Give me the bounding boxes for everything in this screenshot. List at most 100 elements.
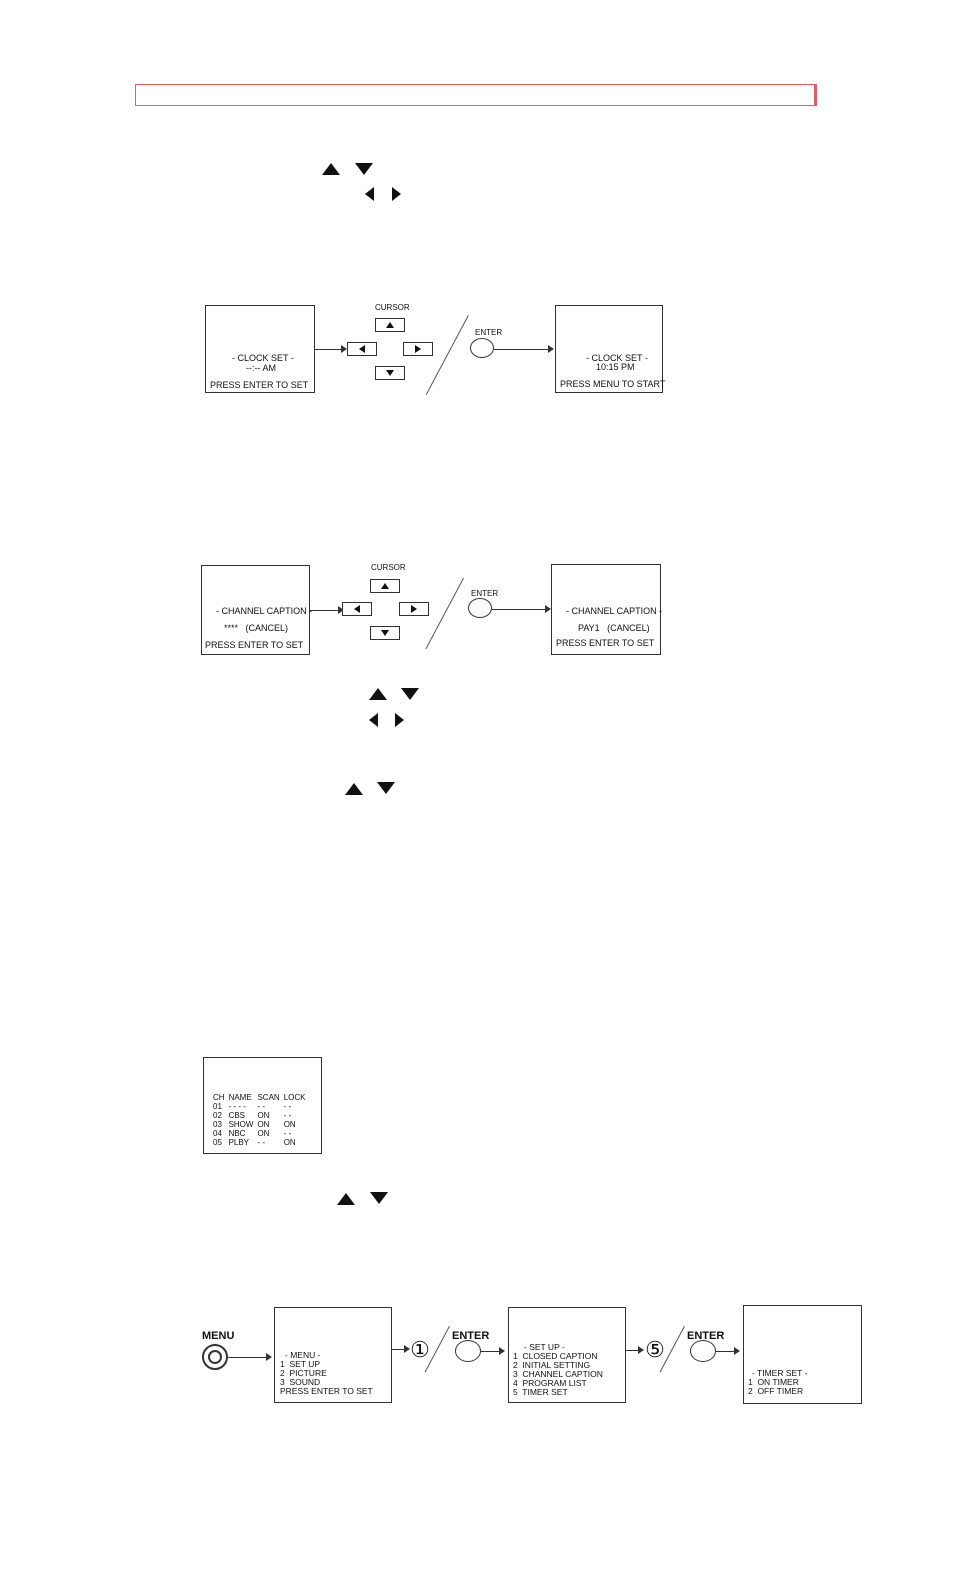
clock-set-screen-before: - CLOCK SET - --:-- AM PRESS ENTER TO SE… <box>205 305 315 393</box>
cell: ON <box>283 1120 296 1129</box>
menu-line: - MENU - <box>285 1350 321 1360</box>
up-triangle-icon <box>337 1193 355 1205</box>
left-triangle-icon <box>369 713 378 727</box>
cursor-up-button[interactable] <box>370 579 400 593</box>
down-triangle-icon <box>355 163 373 175</box>
right-triangle-icon <box>415 345 421 353</box>
left-right-arrow-icons <box>368 712 408 728</box>
flow-arrow-head <box>338 606 344 614</box>
menu-line: 2 INITIAL SETTING <box>513 1360 591 1370</box>
cursor-label: CURSOR <box>375 303 410 312</box>
enter-label: ENTER <box>452 1330 490 1342</box>
column-header: CH <box>213 1093 225 1102</box>
up-down-arrow-icons <box>345 782 405 796</box>
cell: PLBY <box>228 1138 250 1147</box>
flow-arrow <box>494 349 550 350</box>
screen-hint: PRESS ENTER TO SET <box>205 640 304 650</box>
step-number-1: ① <box>410 1337 430 1362</box>
flow-arrow-head <box>266 1353 272 1361</box>
cursor-label: CURSOR <box>371 563 406 572</box>
menu-label: MENU <box>202 1330 235 1342</box>
channel-caption-screen-before: - CHANNEL CAPTION - **** (CANCEL) PRESS … <box>201 565 313 655</box>
cell: - - <box>257 1102 266 1111</box>
enter-button[interactable] <box>690 1340 716 1362</box>
cursor-up-button[interactable] <box>375 318 405 332</box>
flow-arrow-head <box>734 1347 740 1355</box>
header-bar <box>135 84 817 106</box>
menu-button[interactable] <box>202 1344 228 1370</box>
menu-line: 2 PICTURE <box>280 1368 327 1378</box>
cursor-right-button[interactable] <box>403 342 433 356</box>
setup-screen: - SET UP - 1 CLOSED CAPTION 2 INITIAL SE… <box>508 1307 626 1403</box>
divider-slash <box>425 578 464 650</box>
screen-value: PAY1 (CANCEL) <box>578 623 650 633</box>
cell: ON <box>283 1138 296 1147</box>
left-triangle-icon <box>365 187 374 201</box>
cell: 01 <box>213 1102 222 1111</box>
flow-arrow-head <box>499 1347 505 1355</box>
screen-value: --:-- AM <box>246 363 276 373</box>
left-triangle-icon <box>359 345 365 353</box>
cell: 02 <box>213 1111 222 1120</box>
right-triangle-icon <box>392 187 401 201</box>
cell: NBC <box>228 1129 246 1138</box>
menu-line: 1 ON TIMER <box>748 1377 799 1387</box>
flow-arrow <box>626 1350 640 1351</box>
menu-line: 2 OFF TIMER <box>748 1386 804 1396</box>
cursor-down-button[interactable] <box>370 626 400 640</box>
cursor-right-button[interactable] <box>399 602 429 616</box>
menu-line: 1 CLOSED CAPTION <box>513 1351 598 1361</box>
flow-arrow <box>310 610 340 611</box>
menu-line: 3 SOUND <box>280 1377 321 1387</box>
program-list-table: CH NAME SCAN LOCK 01 - - - - - - - - 02 … <box>213 1093 309 1147</box>
menu-line: - TIMER SET - <box>752 1368 808 1378</box>
table-row: 03 SHOW ON ON <box>213 1120 309 1129</box>
cell: 03 <box>213 1120 222 1129</box>
flow-arrow <box>716 1351 736 1352</box>
enter-button[interactable] <box>468 598 492 618</box>
up-triangle-icon <box>322 163 340 175</box>
enter-label: ENTER <box>471 589 499 598</box>
table-row: 01 - - - - - - - - <box>213 1102 309 1111</box>
flow-arrow <box>228 1357 268 1358</box>
cell: - - <box>283 1111 292 1120</box>
cursor-down-button[interactable] <box>375 366 405 380</box>
up-triangle-icon <box>369 688 387 700</box>
menu-line: 3 CHANNEL CAPTION <box>513 1369 603 1379</box>
left-triangle-icon <box>354 605 360 613</box>
cell: - - <box>283 1129 292 1138</box>
timer-set-screen: - TIMER SET - 1 ON TIMER 2 OFF TIMER <box>743 1305 862 1404</box>
screen-hint: PRESS MENU TO START <box>560 379 666 389</box>
cursor-left-button[interactable] <box>347 342 377 356</box>
cell: ON <box>257 1129 270 1138</box>
cell: - - <box>257 1138 266 1147</box>
enter-button[interactable] <box>455 1340 481 1362</box>
up-down-arrow-icons <box>337 1192 397 1206</box>
cell: 05 <box>213 1138 222 1147</box>
screen-value: **** (CANCEL) <box>224 623 289 633</box>
cell: - - - - <box>228 1102 246 1111</box>
up-triangle-icon <box>345 783 363 795</box>
flow-arrow-head <box>638 1346 644 1354</box>
down-triangle-icon <box>370 1192 388 1204</box>
up-triangle-icon <box>386 322 394 328</box>
menu-screen: - MENU - 1 SET UP 2 PICTURE 3 SOUND PRES… <box>274 1307 392 1403</box>
down-triangle-icon <box>377 782 395 794</box>
program-list-screen: CH NAME SCAN LOCK 01 - - - - - - - - 02 … <box>203 1057 322 1154</box>
flow-arrow-head <box>548 345 554 353</box>
cell: - - <box>283 1102 292 1111</box>
up-down-arrow-icons <box>322 162 382 176</box>
menu-line: 5 TIMER SET <box>513 1387 568 1397</box>
cursor-left-button[interactable] <box>342 602 372 616</box>
flow-arrow <box>315 349 343 350</box>
down-triangle-icon <box>381 630 389 636</box>
step-number-5: ⑤ <box>645 1337 665 1362</box>
screen-title: - CHANNEL CAPTION - <box>216 606 313 616</box>
table-row: 04 NBC ON - - <box>213 1129 309 1138</box>
flow-arrow <box>481 1351 501 1352</box>
enter-label: ENTER <box>475 328 503 337</box>
enter-label: ENTER <box>687 1330 725 1342</box>
enter-button[interactable] <box>470 338 494 358</box>
table-row: 05 PLBY - - ON <box>213 1138 309 1147</box>
right-triangle-icon <box>395 713 404 727</box>
